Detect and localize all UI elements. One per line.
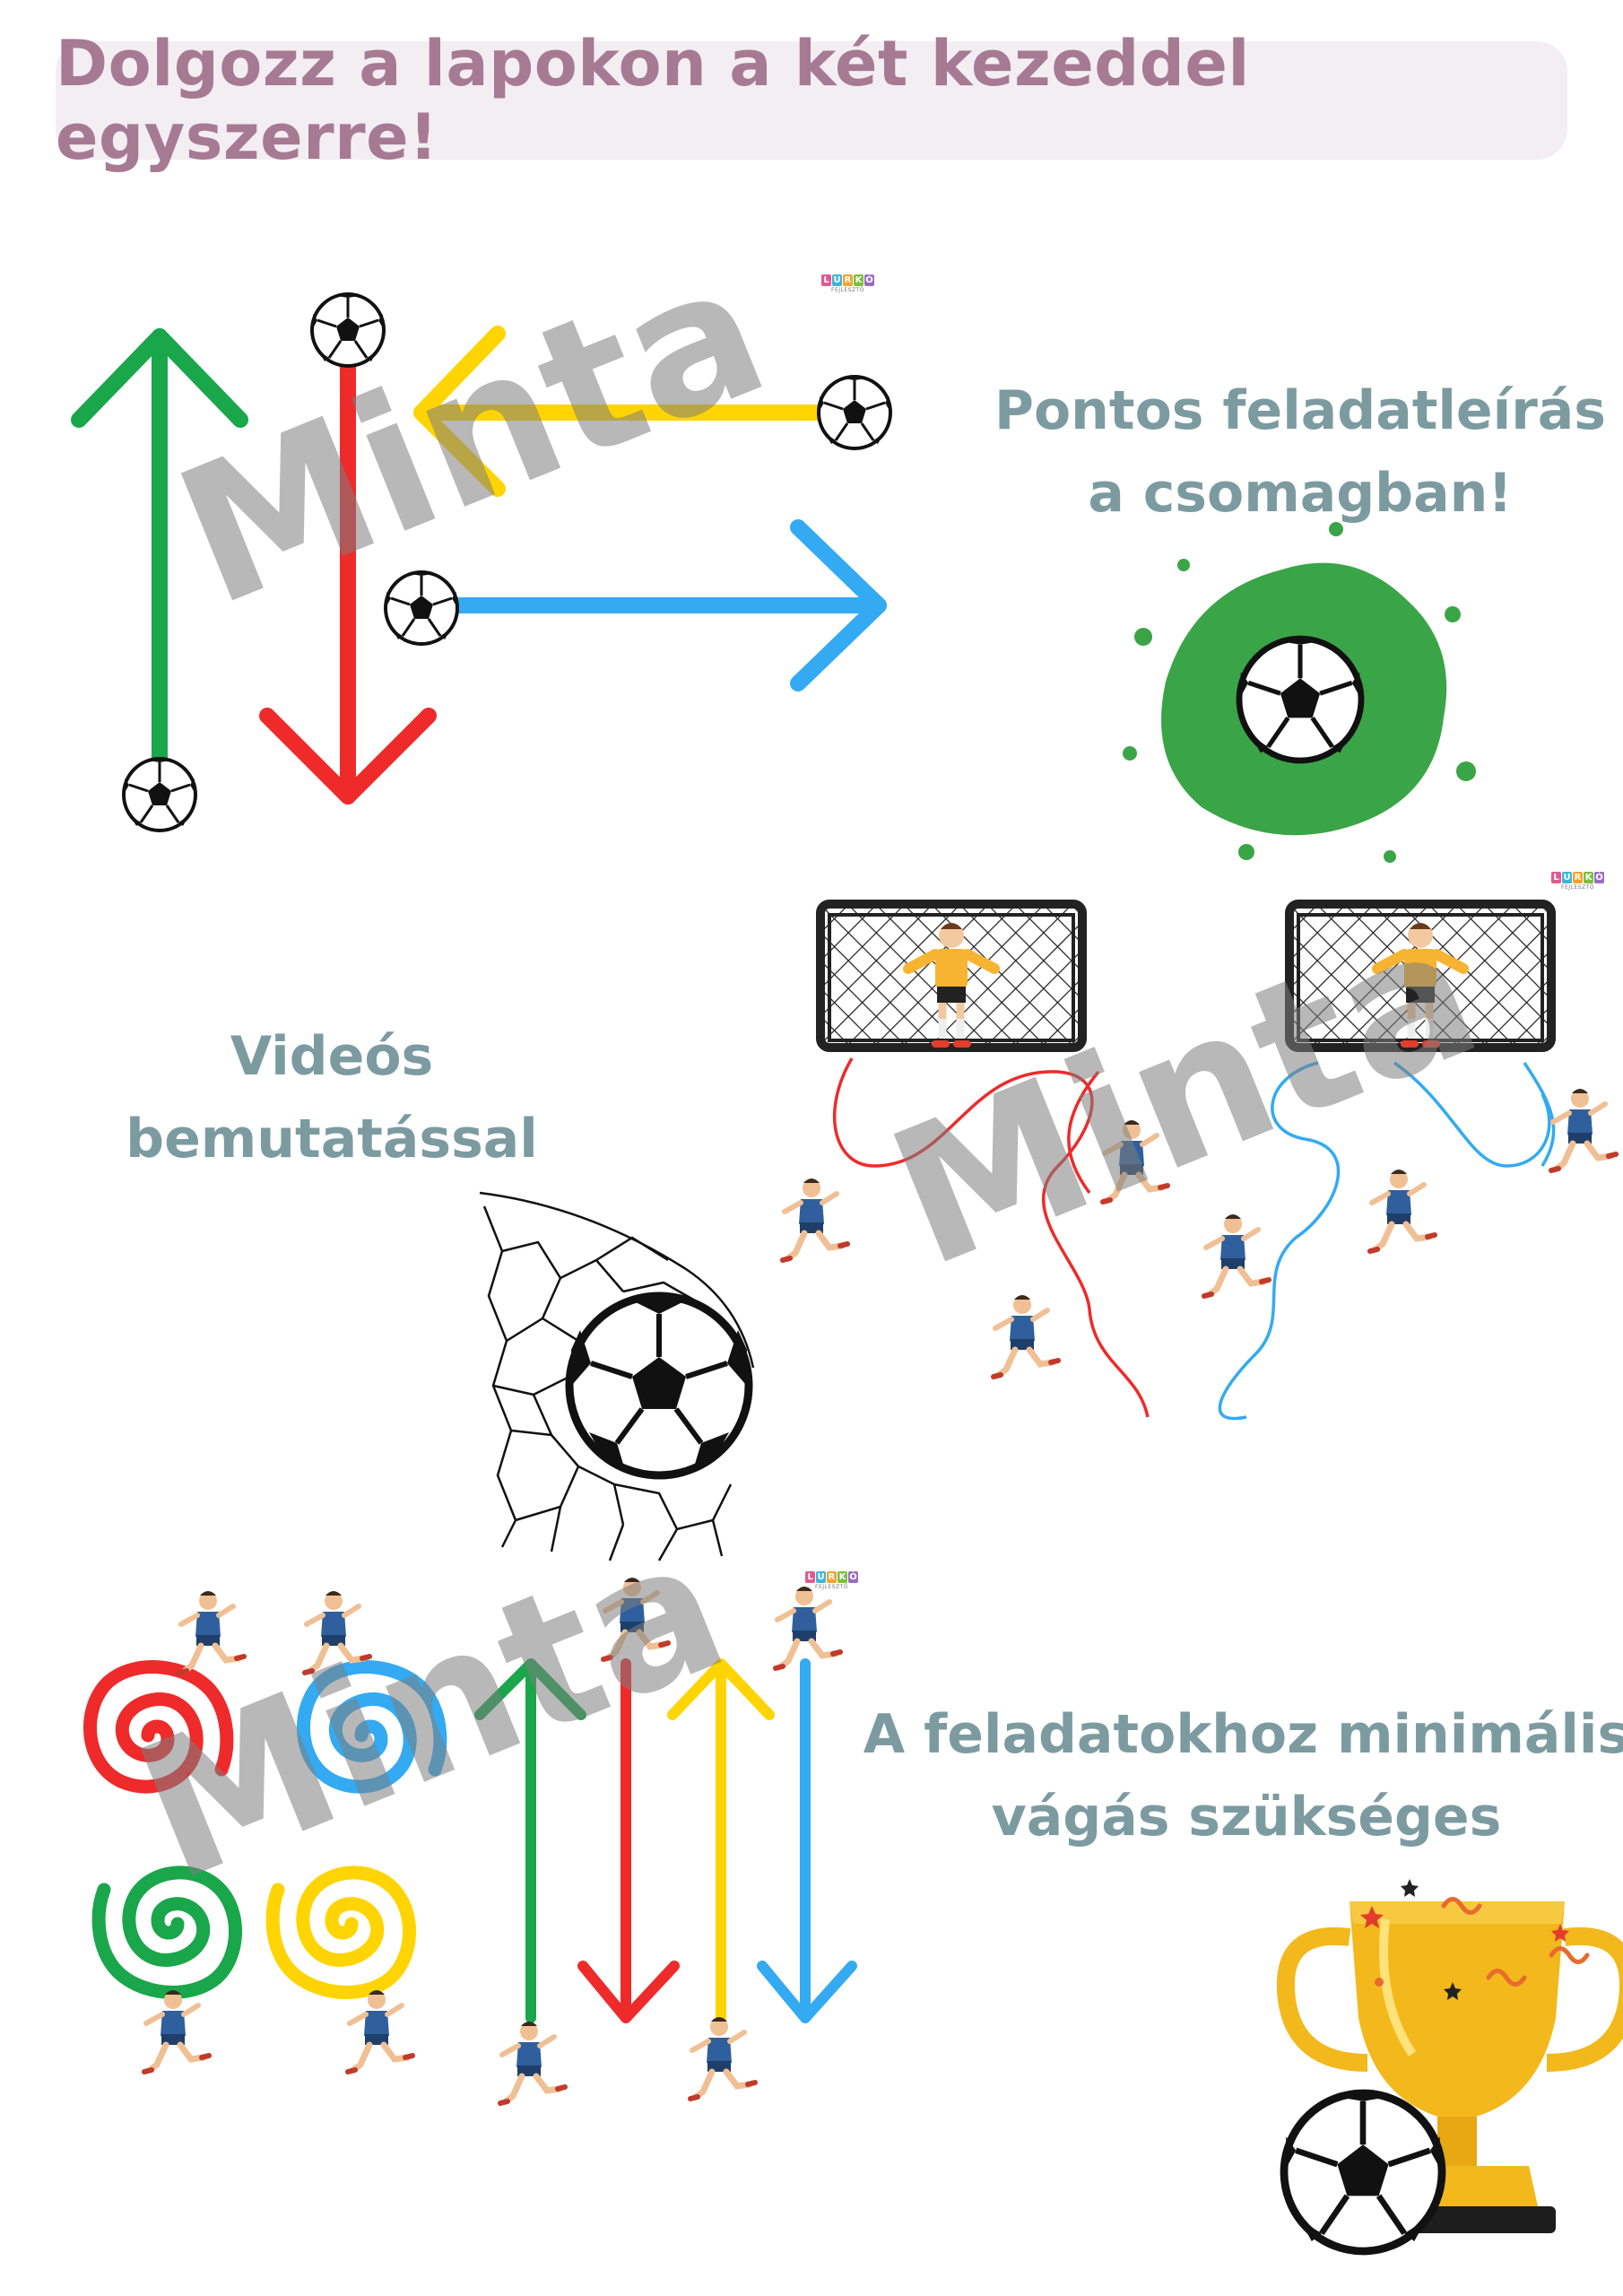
page-title: Dolgozz a lapokon a két kezeddel egyszer… (56, 27, 1250, 174)
trophy-icon (1276, 1901, 1623, 2233)
caption-description: Pontos feladatleírás a csomagban! (994, 379, 1606, 525)
lurko-logo: L U R K Ó FEJLESZTŐ (821, 274, 874, 293)
splash-ball-icon (1123, 522, 1476, 863)
lurko-logo: L U R K Ó FEJLESZTŐ (1551, 872, 1604, 891)
ball-in-net-icon (479, 1191, 755, 1561)
caption-cutting: A feladatokhoz minimális vágás szükséges (863, 1703, 1623, 1848)
football-player-icon (690, 2017, 755, 2099)
ball-icon (1284, 2093, 1442, 2251)
football-player-icon (348, 1990, 412, 2072)
football-player-icon (500, 2022, 565, 2103)
title-banner: Dolgozz a lapokon a két kezeddel egyszer… (56, 27, 1567, 174)
lurko-logo: L U R K Ó FEJLESZTŐ (805, 1571, 858, 1590)
football-player-icon (179, 1591, 244, 1673)
football-player-icon (776, 1587, 840, 1668)
caption-video: Videós bemutatással (126, 1025, 538, 1170)
football-player-icon (144, 1990, 209, 2072)
spiral-yellow (273, 1873, 409, 1992)
